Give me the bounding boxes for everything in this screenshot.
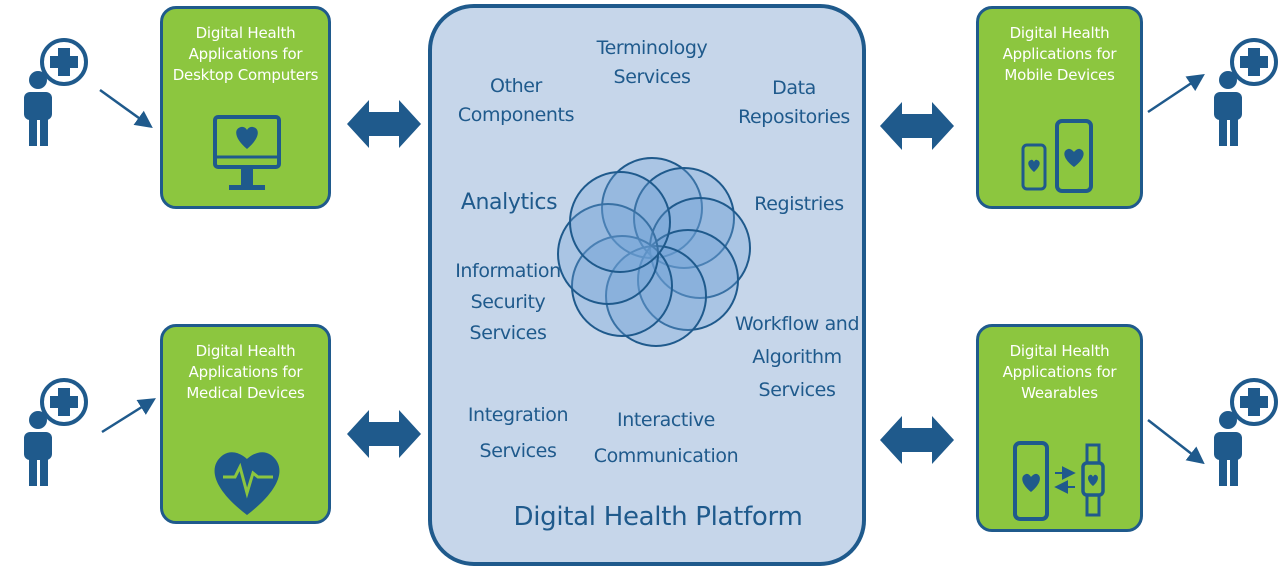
app-box-label: Digital Health Applications for Mobile D…: [1002, 24, 1117, 84]
service-workflow-algorithm: Workflow and Algorithm Services: [734, 313, 860, 401]
service-interactive-communication: Interactive Communication: [593, 409, 739, 467]
service-terminology: Terminology Services: [596, 37, 708, 88]
heart-pulse-icon: [214, 452, 280, 515]
app-box-label: Digital Health Applications for Medical …: [186, 342, 305, 402]
mobile-devices-icon: [1021, 119, 1093, 193]
service-integration: Integration Services: [467, 404, 569, 462]
app-box-label: Digital Health Applications for Wearable…: [1002, 342, 1117, 402]
platform-title: Digital Health Platform: [513, 502, 803, 532]
service-registries: Registries: [754, 193, 844, 215]
app-box-label: Digital Health Applications for Desktop …: [172, 24, 319, 84]
service-analytics: Analytics: [460, 190, 558, 215]
connector-arrow: [101, 398, 156, 434]
wearable-sync-icon: [1013, 441, 1105, 521]
service-information-security: Information Security Services: [455, 260, 561, 344]
connector-arrow: [1147, 74, 1205, 114]
service-other-components: Other Components: [457, 75, 575, 126]
app-box-mobile: Digital Health Applications for Mobile D…: [976, 6, 1143, 209]
desktop-computer-icon: [213, 115, 281, 190]
service-data-repositories: Data Repositories: [738, 77, 850, 128]
connector-arrow: [99, 88, 153, 129]
connector-arrow: [1147, 419, 1205, 465]
app-box-wearables: Digital Health Applications for Wearable…: [976, 324, 1143, 532]
app-box-desktop: Digital Health Applications for Desktop …: [160, 6, 331, 209]
app-box-medical: Digital Health Applications for Medical …: [160, 324, 331, 524]
